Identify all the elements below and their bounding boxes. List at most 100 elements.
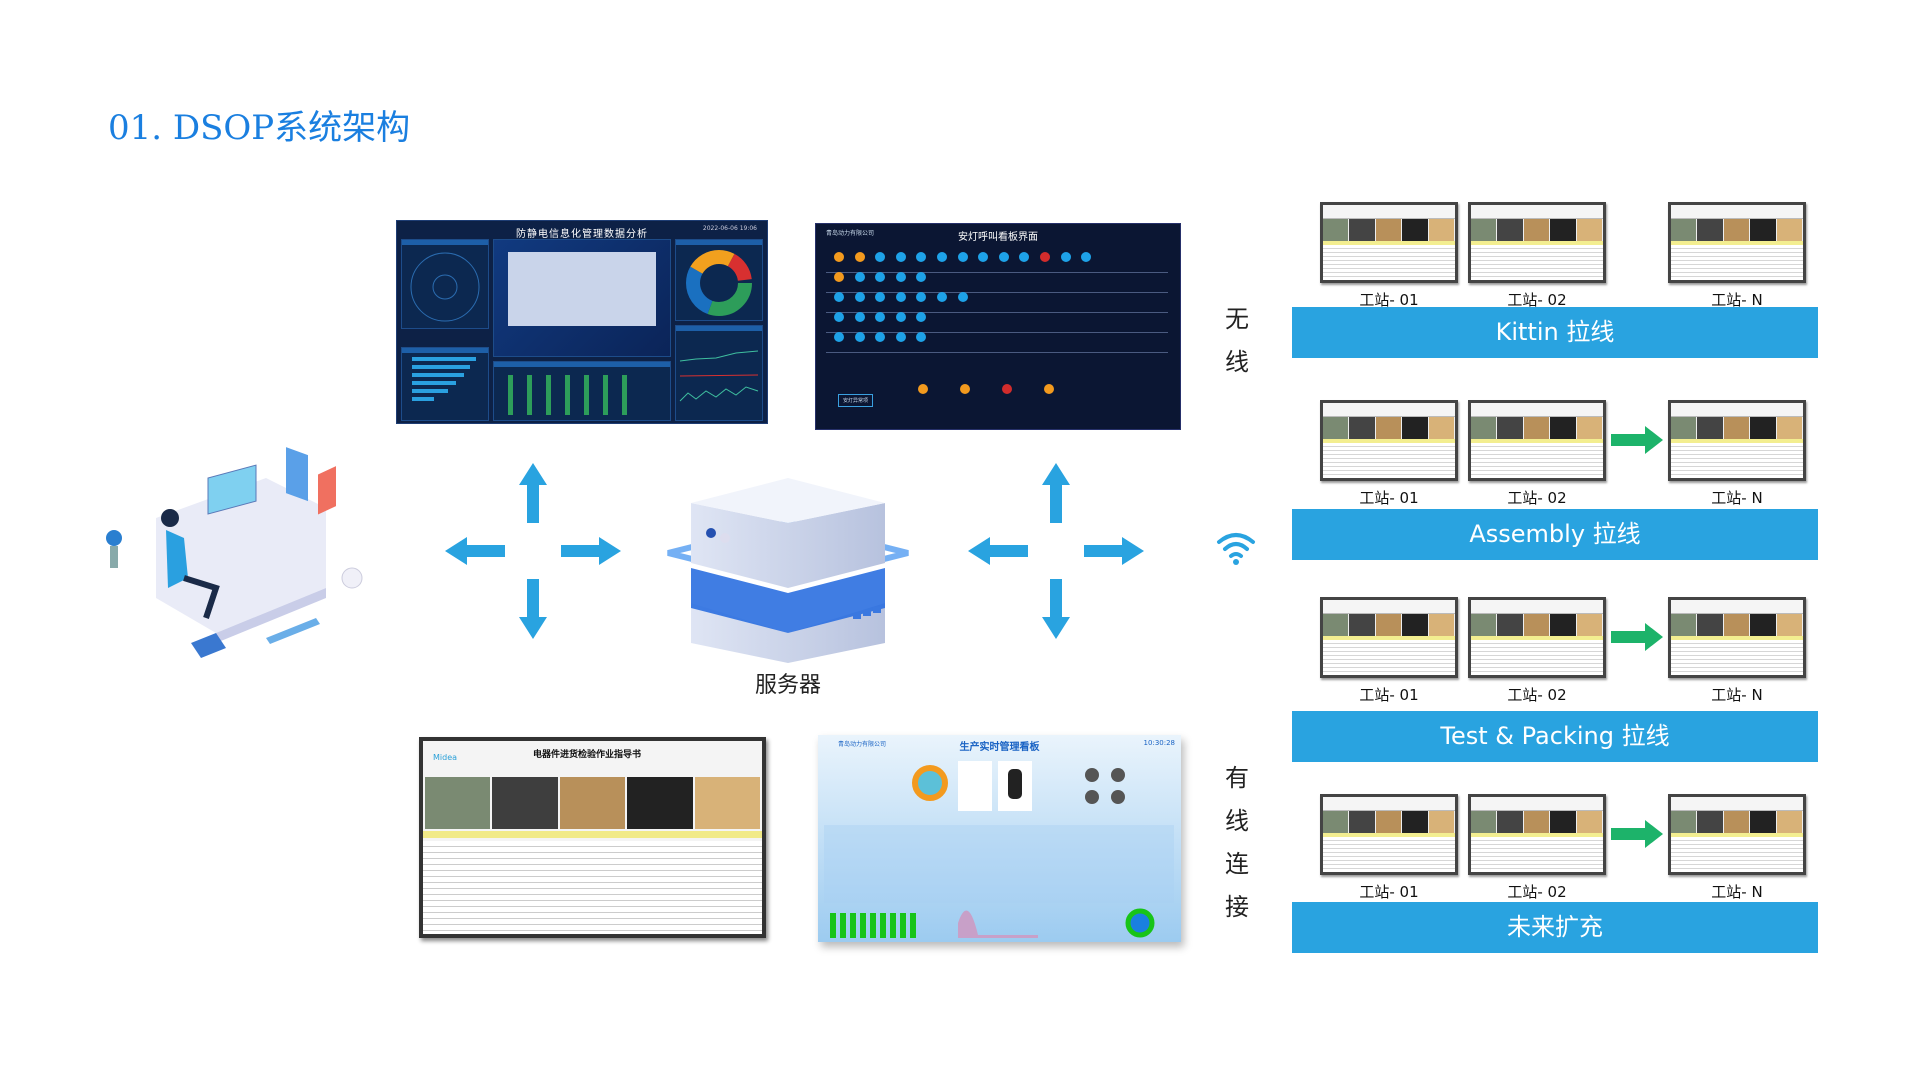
sop-document-title: 电器件进货检验作业指导书 [533, 750, 642, 760]
station-screen-thumbnail [1668, 202, 1806, 283]
andon-exception-button: 安灯异常项 [838, 394, 874, 407]
station-label: 工站- 02 [1507, 686, 1567, 704]
production-dashboard-title: 生产实时管理看板 [959, 742, 1040, 753]
station-screen-thumbnail [1468, 597, 1606, 678]
andon-station-dot [854, 272, 865, 282]
andon-station-dot [895, 272, 906, 282]
andon-station-dot [854, 252, 865, 262]
page-title: 01. DSOP系统架构 [108, 108, 411, 148]
divider [826, 292, 1168, 293]
andon-station-dot [875, 252, 886, 262]
andon-alert-dot [960, 384, 970, 394]
andon-station-dot [957, 252, 968, 262]
station-label: 工站- 02 [1507, 489, 1567, 507]
andon-station-dot [854, 332, 865, 342]
station-label: 工站- 01 [1359, 686, 1419, 704]
andon-station-dot [895, 252, 906, 262]
bidirectional-arrows-left [445, 463, 621, 639]
bidirectional-arrows-right [968, 463, 1144, 639]
wireless-char: 线 [1225, 348, 1249, 376]
station-label: 工站- N [1711, 291, 1763, 309]
andon-station-dot [1081, 252, 1092, 262]
andon-station-dot [895, 292, 906, 302]
andon-company: 青岛动力有限公司 [826, 230, 875, 237]
flow-arrow-icon [1611, 623, 1663, 651]
andon-station-dot [937, 292, 947, 302]
divider [826, 352, 1168, 353]
flow-arrow-icon [1611, 426, 1663, 454]
station-screen-thumbnail [1320, 202, 1458, 283]
andon-station-dot [1040, 252, 1050, 262]
andon-station-dot [854, 312, 865, 322]
andon-station-dot [1060, 252, 1071, 262]
station-screen-thumbnail [1320, 794, 1458, 875]
andon-alert-dot [1044, 384, 1054, 394]
andon-station-dot [834, 312, 844, 322]
andon-station-dot [916, 272, 927, 282]
station-label: 工站- N [1711, 686, 1763, 704]
wired-connection-label: 有 线 连 接 [1222, 757, 1252, 929]
divider [826, 272, 1168, 273]
wireless-char: 无 [1225, 305, 1249, 333]
wired-char: 线 [1225, 807, 1249, 835]
andon-station-dot [875, 312, 886, 322]
wired-char: 连 [1225, 850, 1249, 878]
station-label: 工站- N [1711, 489, 1763, 507]
station-label: 工站- 01 [1359, 883, 1419, 901]
wired-char: 接 [1225, 893, 1249, 921]
andon-station-dot [1019, 252, 1030, 262]
production-line-banner: 未来扩充 [1292, 902, 1818, 953]
production-line-banner: Assembly 拉线 [1292, 509, 1818, 560]
andon-station-dot [875, 272, 886, 282]
andon-alert-dot [918, 384, 928, 394]
station-screen-thumbnail [1320, 597, 1458, 678]
andon-station-dot [834, 252, 844, 262]
server-icon [667, 478, 909, 663]
production-time: 10:30:28 [1143, 739, 1175, 747]
andon-station-dot [937, 252, 947, 262]
andon-station-dot [916, 332, 927, 342]
station-screen-thumbnail [1668, 597, 1806, 678]
andon-station-dot [834, 292, 844, 302]
andon-alert-dot [1002, 384, 1012, 394]
sop-document-screenshot: Midea 电器件进货检验作业指导书 [419, 737, 766, 938]
esd-dashboard-screenshot: 防静电信息化管理数据分析 2022-06-06 19:06 [396, 220, 768, 424]
andon-station-dot [854, 292, 865, 302]
station-label: 工站- N [1711, 883, 1763, 901]
sop-brand: Midea [433, 753, 458, 762]
andon-station-dot [916, 252, 927, 262]
production-company: 青岛动力有限公司 [838, 741, 887, 748]
wired-char: 有 [1225, 764, 1249, 792]
production-dashboard-screenshot: 青岛动力有限公司 生产实时管理看板 10:30:28 [818, 735, 1181, 942]
station-label: 工站- 01 [1359, 489, 1419, 507]
andon-station-dot [916, 292, 927, 302]
andon-station-dot [978, 252, 989, 262]
production-line-banner: Kittin 拉线 [1292, 307, 1818, 358]
station-screen-thumbnail [1468, 400, 1606, 481]
station-screen-thumbnail [1320, 400, 1458, 481]
andon-station-dot [998, 252, 1009, 262]
andon-station-dot [895, 332, 906, 342]
andon-station-dot [875, 292, 886, 302]
divider [826, 312, 1168, 313]
andon-station-dot [895, 312, 906, 322]
andon-dashboard-screenshot: 青岛动力有限公司 安灯呼叫看板界面 安灯异常项 [815, 223, 1181, 430]
station-screen-thumbnail [1668, 400, 1806, 481]
andon-station-dot [957, 292, 968, 302]
operator-workstation-illustration [106, 447, 363, 658]
andon-station-dot [834, 332, 844, 342]
wireless-label: 无 线 [1222, 298, 1252, 384]
server-label: 服务器 [755, 673, 822, 698]
station-screen-thumbnail [1468, 794, 1606, 875]
wifi-icon [1217, 533, 1255, 565]
andon-dashboard-title: 安灯呼叫看板界面 [958, 232, 1038, 243]
divider [826, 332, 1168, 333]
andon-station-dot [916, 312, 927, 322]
andon-station-dot [875, 332, 886, 342]
flow-arrow-icon [1611, 820, 1663, 848]
station-screen-thumbnail [1668, 794, 1806, 875]
andon-station-dot [834, 272, 844, 282]
station-label: 工站- 02 [1507, 291, 1567, 309]
esd-dashboard-time: 2022-06-06 19:06 [702, 225, 757, 232]
production-line-banner: Test & Packing 拉线 [1292, 711, 1818, 762]
